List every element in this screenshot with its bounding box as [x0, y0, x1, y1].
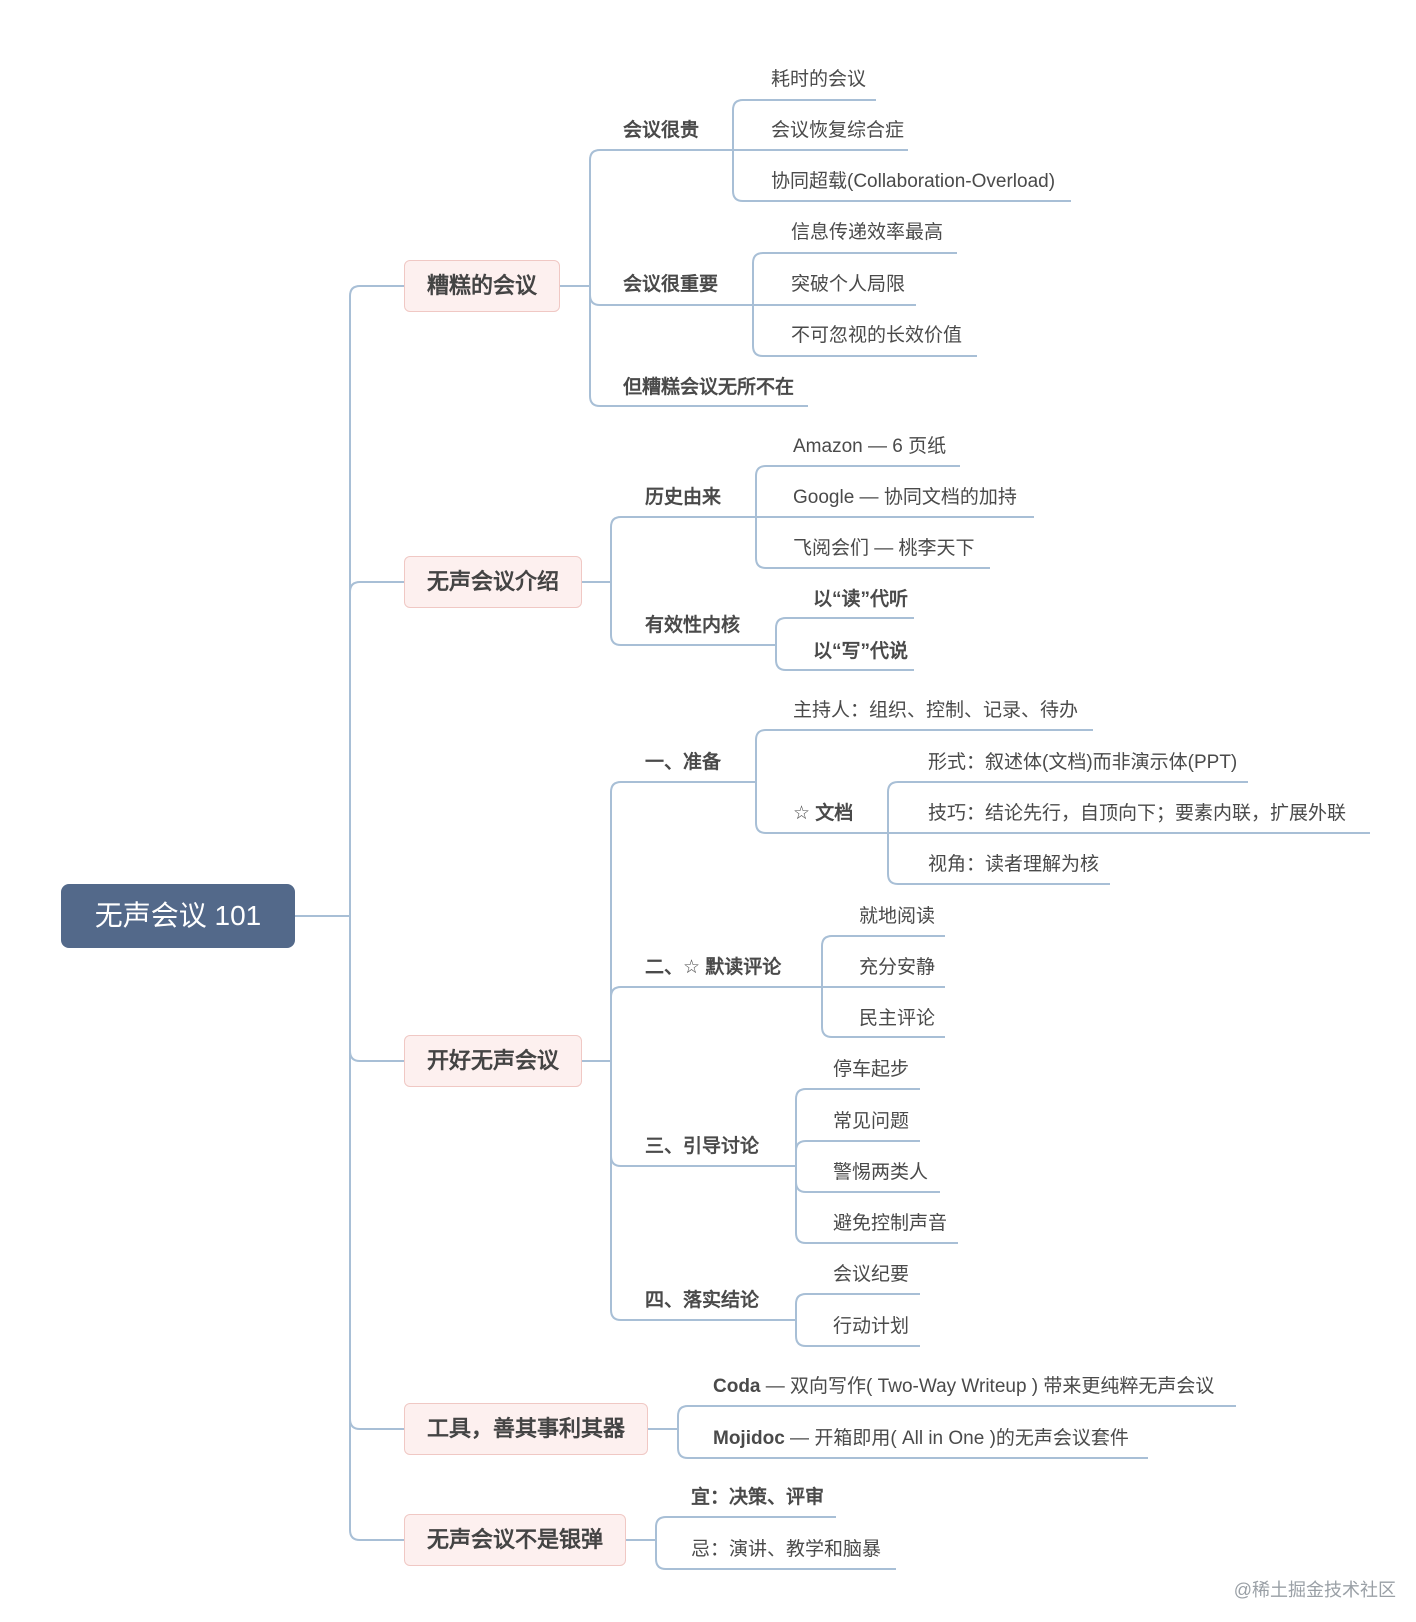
- b3c1-connector-link-0: [755, 729, 1093, 782]
- b1-connector-link-2: [589, 286, 808, 407]
- leaf-read-instead-listen[interactable]: 以“读”代听: [813, 589, 909, 610]
- b2c2-connector-link-0: [775, 617, 914, 645]
- branch-not-silver-bullet[interactable]: 无声会议不是银弹: [404, 1514, 626, 1566]
- leaf-tool-mojidoc[interactable]: Mojidoc — 开箱即用( All in One )的无声会议套件: [713, 1429, 1129, 1448]
- topic-document[interactable]: ☆ 文档: [793, 803, 854, 824]
- leaf-avoid-for[interactable]: 忌：演讲、教学和脑暴: [691, 1539, 882, 1560]
- b3c4-connector-link-1: [795, 1320, 920, 1347]
- b1c2-connector-link-0: [752, 252, 957, 305]
- branch-silent-meeting-intro[interactable]: 无声会议介绍: [404, 556, 582, 608]
- watermark: @稀土掘金技术社区: [1233, 1580, 1396, 1600]
- b3c2-connector-link-0: [821, 935, 945, 987]
- branch-run-silent-meetings[interactable]: 开好无声会议: [404, 1035, 582, 1087]
- b4-connector-link-0: [677, 1405, 1236, 1429]
- leaf-long-term-value[interactable]: 不可忽视的长效价值: [791, 325, 963, 346]
- leaf-time-consuming[interactable]: 耗时的会议: [771, 69, 867, 90]
- b5-connector-link-1: [655, 1540, 896, 1570]
- b1c2-connector-link-2: [752, 305, 977, 357]
- topic-prepare[interactable]: 一、准备: [645, 752, 722, 773]
- leaf-action-plan[interactable]: 行动计划: [833, 1316, 910, 1337]
- topic-implement-conclusions[interactable]: 四、落实结论: [645, 1290, 760, 1311]
- leaf-democratic-comments[interactable]: 民主评论: [859, 1008, 936, 1029]
- b2c2-connector-link-1: [775, 645, 914, 671]
- leaf-doc-perspective[interactable]: 视角：读者理解为核: [928, 854, 1100, 875]
- b3c1doc-connector-link-2: [887, 833, 1110, 885]
- b3c3-connector-link-0: [795, 1088, 920, 1166]
- b3c3-connector-link-1: [795, 1140, 920, 1166]
- b3c4-connector-link-0: [795, 1293, 920, 1320]
- root-node[interactable]: 无声会议 101: [61, 884, 295, 948]
- leaf-park-and-start[interactable]: 停车起步: [833, 1059, 910, 1080]
- topic-history[interactable]: 历史由来: [645, 487, 722, 508]
- root-connector-link-3: [349, 916, 404, 1430]
- branch-tools[interactable]: 工具，善其事利其器: [404, 1403, 648, 1455]
- b1-connector-link-0: [589, 149, 733, 286]
- root-connector-link-2: [349, 916, 404, 1062]
- b2-connector-link-0: [610, 516, 756, 582]
- leaf-quiet-enough[interactable]: 充分安静: [859, 957, 936, 978]
- b3c1doc-connector-link-0: [887, 781, 1248, 833]
- leaf-host-duties[interactable]: 主持人：组织、控制、记录、待办: [793, 700, 1079, 721]
- topic-meetings-expensive[interactable]: 会议很贵: [623, 120, 700, 141]
- leaf-two-kinds-people[interactable]: 警惕两类人: [833, 1162, 929, 1183]
- b3-connector-link-1: [610, 986, 822, 1061]
- root-connector-link-1: [349, 581, 404, 916]
- b1c1-connector-link-2: [732, 150, 1071, 202]
- b1c1-connector-link-0: [732, 99, 876, 150]
- tool-name-coda: Coda: [713, 1376, 761, 1397]
- leaf-recovery-syndrome[interactable]: 会议恢复综合症: [771, 120, 905, 141]
- leaf-google[interactable]: Google — 协同文档的加持: [793, 487, 1017, 508]
- root-connector-link-0: [349, 285, 404, 916]
- topic-bad-meetings-everywhere[interactable]: 但糟糕会议无所不在: [623, 377, 795, 398]
- topic-meetings-important[interactable]: 会议很重要: [623, 274, 719, 295]
- b5-connector-link-0: [655, 1516, 836, 1540]
- leaf-doc-technique[interactable]: 技巧：结论先行，自顶向下；要素内联，扩展外联: [928, 803, 1347, 824]
- leaf-tool-coda[interactable]: Coda — 双向写作( Two-Way Writeup ) 带来更纯粹无声会议: [713, 1377, 1214, 1396]
- topic-effectiveness-core[interactable]: 有效性内核: [645, 615, 741, 636]
- b2-connector-link-1: [610, 582, 776, 646]
- tool-desc-mojidoc: — 开箱即用( All in One )的无声会议套件: [784, 1428, 1129, 1449]
- leaf-read-in-place[interactable]: 就地阅读: [859, 906, 936, 927]
- b4-connector-link-1: [677, 1429, 1148, 1459]
- leaf-common-questions[interactable]: 常见问题: [833, 1111, 910, 1132]
- b3c1-connector-link-1: [755, 782, 888, 834]
- leaf-collaboration-overload[interactable]: 协同超载(Collaboration-Overload): [771, 171, 1056, 192]
- b3c3-connector-link-3: [795, 1166, 958, 1244]
- b2c1-connector-link-2: [755, 517, 990, 569]
- topic-silent-reading[interactable]: 二、☆ 默读评论: [645, 957, 782, 978]
- leaf-meeting-minutes[interactable]: 会议纪要: [833, 1264, 910, 1285]
- leaf-feiyue[interactable]: 飞阅会们 — 桃李天下: [793, 538, 975, 559]
- tool-desc-coda: — 双向写作( Two-Way Writeup ) 带来更纯粹无声会议: [760, 1376, 1215, 1397]
- leaf-write-instead-speak[interactable]: 以“写”代说: [813, 641, 909, 662]
- leaf-amazon[interactable]: Amazon — 6 页纸: [793, 436, 947, 457]
- leaf-suitable-for[interactable]: 宜：决策、评审: [691, 1487, 825, 1508]
- leaf-break-limits[interactable]: 突破个人局限: [791, 274, 906, 295]
- leaf-doc-form[interactable]: 形式：叙述体(文档)而非演示体(PPT): [928, 752, 1238, 773]
- b3c2-connector-link-2: [821, 987, 945, 1038]
- tool-name-mojidoc: Mojidoc: [713, 1428, 785, 1449]
- root-connector-link-4: [349, 916, 404, 1541]
- leaf-efficient-info[interactable]: 信息传递效率最高: [791, 222, 944, 243]
- leaf-avoid-dominant-voices[interactable]: 避免控制声音: [833, 1213, 948, 1234]
- b3-connector-link-0: [610, 781, 756, 1061]
- branch-bad-meetings[interactable]: 糟糕的会议: [404, 260, 560, 312]
- topic-guide-discussion[interactable]: 三、引导讨论: [645, 1136, 760, 1157]
- b3-connector-link-3: [610, 1061, 796, 1321]
- b2c1-connector-link-0: [755, 465, 960, 517]
